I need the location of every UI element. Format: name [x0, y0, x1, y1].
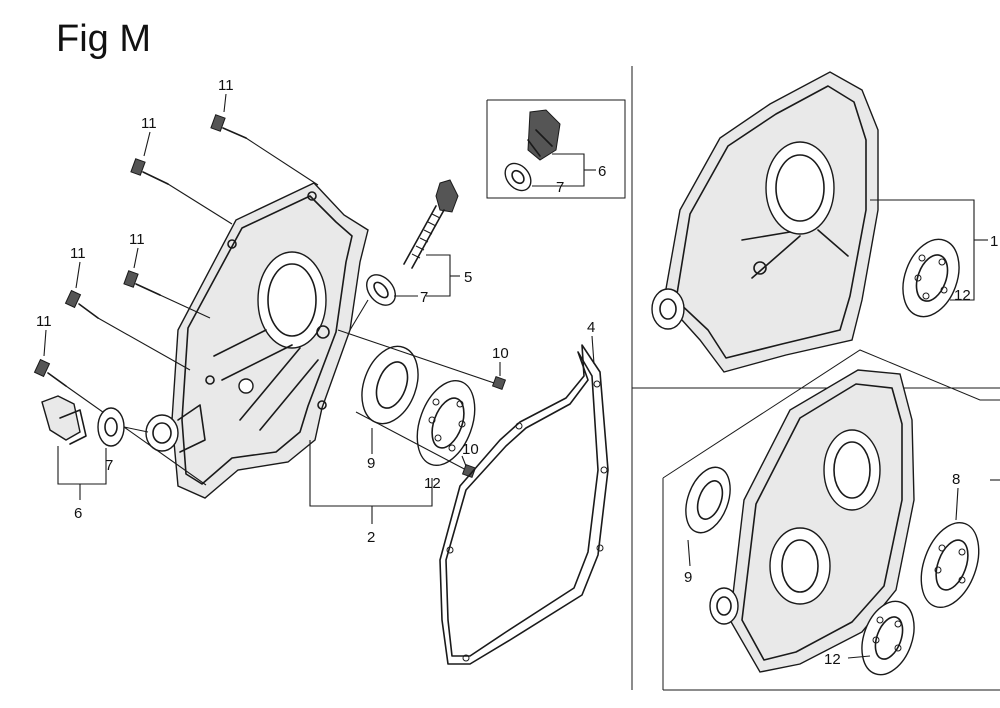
oil-filler-cap-left: [41, 395, 149, 447]
bolt-set: [33, 114, 319, 486]
callout-7: 7: [556, 179, 564, 196]
callout-12: 12: [824, 651, 841, 668]
callout-11: 11: [218, 77, 234, 94]
callout-10: 10: [462, 441, 479, 458]
callout-6: 6: [598, 163, 606, 180]
bolt-11-second: [130, 158, 233, 225]
callout-11: 11: [70, 245, 86, 262]
callout-5: 5: [464, 269, 472, 286]
bolt-11-fourth: [64, 289, 191, 371]
callout-7: 7: [420, 289, 428, 306]
inset-oil-cap: [504, 109, 561, 192]
callout-8: 8: [952, 471, 960, 488]
callout-7: 7: [105, 457, 113, 474]
callout-9: 9: [367, 455, 375, 472]
callout-10: 10: [492, 345, 509, 362]
dipstick-assembly: [349, 179, 459, 331]
callout-1: 1: [990, 233, 998, 250]
crankcase-cover-main: [145, 182, 369, 499]
bolt-11-top: [210, 114, 319, 186]
figure-title: Fig M: [56, 18, 151, 60]
callout-4: 4: [587, 319, 595, 336]
gasket: [439, 344, 609, 665]
callout-9: 9: [684, 569, 692, 586]
crankcase-cover-alt-bottom: [685, 369, 980, 676]
bolt-11-third: [123, 270, 211, 319]
crankcase-cover-alt-top: [651, 71, 960, 373]
callout-numbers: 11 11 11 11 11 5 7 4 10 10 9 12 2 7 6 6 …: [36, 77, 998, 668]
callout-12: 12: [424, 475, 441, 492]
callout-11: 11: [141, 115, 157, 132]
panel-dividers: [486, 66, 1000, 691]
callout-12: 12: [954, 287, 971, 304]
callout-2: 2: [367, 529, 375, 546]
callout-6: 6: [74, 505, 82, 522]
callout-11: 11: [129, 231, 145, 248]
callout-11: 11: [36, 313, 52, 330]
seal-and-bearing: [337, 329, 507, 479]
bolt-11-fifth: [33, 358, 207, 486]
leader-lines: [43, 93, 1000, 659]
